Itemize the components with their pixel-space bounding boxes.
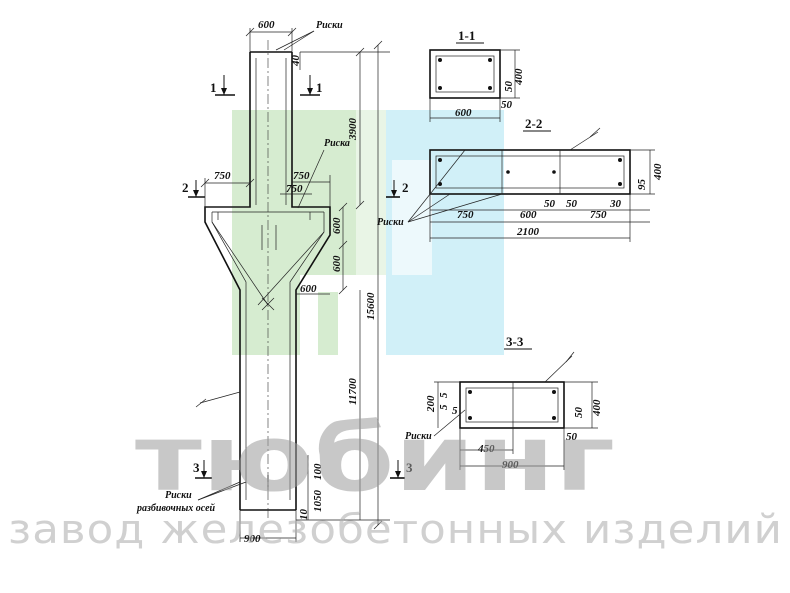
s3-450: 450 xyxy=(477,443,495,455)
watermark-brand: тюбинг xyxy=(135,405,615,512)
dim-15600: 15600 xyxy=(365,292,377,320)
dim-750-left: 750 xyxy=(214,170,231,182)
section-2-2-title: 2-2 xyxy=(525,116,542,131)
column-elevation xyxy=(204,40,331,520)
dim-3900: 3900 xyxy=(347,118,359,142)
s1-400: 400 xyxy=(513,68,525,86)
s2-2100: 2100 xyxy=(516,226,540,238)
section-3-3: 3-3 200 5 5 5 50 400 50 Риски 450 900 xyxy=(405,334,603,471)
s3-900: 900 xyxy=(502,459,519,471)
leader-mark-1 xyxy=(195,391,241,408)
s2-750a: 750 xyxy=(457,209,474,221)
dim-top-40: 40 xyxy=(290,55,302,68)
bracket-dimensions: 750 750 750 Риска 600 600 600 xyxy=(200,138,350,295)
top-dimensions: 600 Риски 40 xyxy=(245,19,343,70)
cut-3-right: 3 xyxy=(406,460,413,475)
dim-top-width: 600 xyxy=(258,19,275,31)
cut-markers: 1 1 2 2 3 3 xyxy=(182,75,413,479)
s3-50a: 50 xyxy=(573,407,585,419)
riski-label-top: Риски xyxy=(316,20,343,31)
s2-600: 600 xyxy=(520,209,537,221)
dim-600-c: 600 xyxy=(300,283,317,295)
section-2-2: 2-2 400 95 50 50 30 750 600 750 2100 Рис… xyxy=(377,116,664,242)
section-1-1: 1-1 600 400 50 50 xyxy=(429,28,525,122)
dim-750-right-a: 750 xyxy=(293,170,310,182)
riski-label-s2: Риски xyxy=(377,217,404,228)
section-1-1-title: 1-1 xyxy=(458,28,475,43)
watermark-tagline: завод железобетонных изделий xyxy=(8,507,783,553)
s1-50a: 50 xyxy=(503,81,515,93)
section-3-3-title: 3-3 xyxy=(506,334,524,349)
dim-bot-900: 900 xyxy=(244,533,261,545)
s3-200: 200 xyxy=(425,395,437,413)
dim-bot-1050: 1050 xyxy=(312,490,324,513)
s2-750b: 750 xyxy=(590,209,607,221)
s2-95: 95 xyxy=(636,179,648,191)
dim-bot-10: 10 xyxy=(298,509,310,521)
razb-osey-label: разбивочных осей xyxy=(136,503,216,514)
cut-2-right: 2 xyxy=(402,180,409,195)
s3-5b: 5 xyxy=(438,404,450,410)
s2-50a: 50 xyxy=(544,198,556,210)
dim-600-b: 600 xyxy=(331,255,343,272)
s1-width: 600 xyxy=(455,107,472,119)
s2-50b: 50 xyxy=(566,198,578,210)
s2-400: 400 xyxy=(652,163,664,181)
cut-1-right: 1 xyxy=(316,80,323,95)
s3-50b: 50 xyxy=(566,431,578,443)
riski-label-s3: Риски xyxy=(405,431,432,442)
bottom-dimensions: Риски разбивочных осей 100 1050 10 900 xyxy=(136,455,324,545)
cut-3-left: 3 xyxy=(193,460,200,475)
s2-30: 30 xyxy=(609,198,622,210)
cut-1-left: 1 xyxy=(210,80,217,95)
riski-razb-label: Риски xyxy=(165,490,192,501)
cut-2-left: 2 xyxy=(182,180,189,195)
dim-11700: 11700 xyxy=(347,378,359,405)
dim-750-right-b: 750 xyxy=(286,183,303,195)
s3-5a: 5 xyxy=(438,392,450,398)
riska-label: Риска xyxy=(324,138,350,149)
dim-600-a: 600 xyxy=(331,217,343,234)
s3-5c: 5 xyxy=(452,405,458,417)
s1-50b: 50 xyxy=(501,99,513,111)
s3-400: 400 xyxy=(591,399,603,417)
right-dimensions: 3900 15600 11700 xyxy=(296,40,390,530)
dim-bot-100: 100 xyxy=(312,463,324,480)
